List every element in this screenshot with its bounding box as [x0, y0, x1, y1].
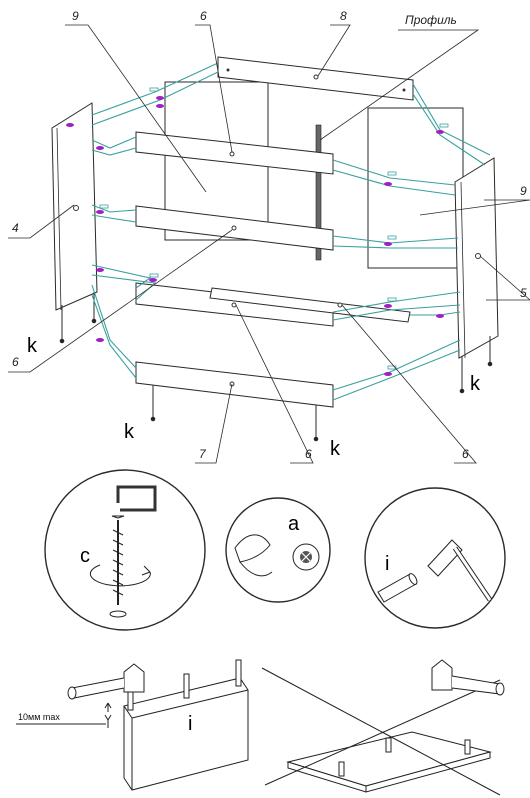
hammer-icon-left	[67, 663, 145, 700]
detail-c-circle: c	[44, 469, 206, 631]
label-i-circle: i	[385, 553, 389, 575]
connector-lines	[91, 62, 491, 401]
callout-6-top: 6	[200, 9, 207, 23]
callout-6-right: 6	[462, 447, 469, 461]
label-k-bottom-mid: k	[330, 438, 341, 460]
dowel-icon	[377, 573, 418, 603]
max-depth-label: 10мм max	[18, 712, 60, 722]
cam-lock-icon	[292, 543, 320, 571]
label-i-panel: i	[188, 713, 192, 735]
callout-6-bottom: 6	[305, 447, 312, 461]
hand-icon	[234, 534, 271, 563]
back-panel-right	[367, 107, 464, 269]
dowel-depth-illustration: 10мм max i	[16, 659, 249, 791]
rotate-arrow-icon	[89, 564, 151, 587]
cross-bar	[209, 287, 411, 323]
callout-6-left: 6	[12, 355, 19, 369]
allen-key-icon	[116, 485, 157, 512]
callout-profile: Профиль	[405, 13, 457, 27]
callout-5: 5	[520, 286, 527, 300]
shelf-rail-upper	[135, 131, 334, 175]
label-a: a	[288, 513, 300, 535]
label-k-left: k	[27, 335, 38, 357]
screw-icon	[111, 515, 125, 605]
label-k-bottom-left: k	[124, 421, 135, 443]
detail-a-circle: a	[225, 497, 331, 603]
feet	[59, 292, 493, 442]
callout-9-right: 9	[520, 184, 527, 198]
label-k-right: k	[470, 373, 481, 395]
hammer-icon	[427, 539, 493, 602]
bottom-rail-7	[135, 361, 334, 408]
profile-bar	[315, 124, 322, 261]
detail-i-circle: i	[364, 487, 506, 629]
callout-9-top: 9	[72, 9, 79, 23]
callout-8: 8	[340, 9, 347, 23]
label-c: c	[80, 545, 90, 567]
flat-panel-illustration	[261, 659, 505, 796]
depth-measure-indicator	[16, 702, 112, 728]
leader-lines	[8, 24, 530, 464]
callout-4: 4	[12, 221, 19, 235]
hammer-icon-right	[431, 659, 505, 696]
fittings	[66, 87, 449, 376]
callout-7: 7	[199, 447, 207, 461]
